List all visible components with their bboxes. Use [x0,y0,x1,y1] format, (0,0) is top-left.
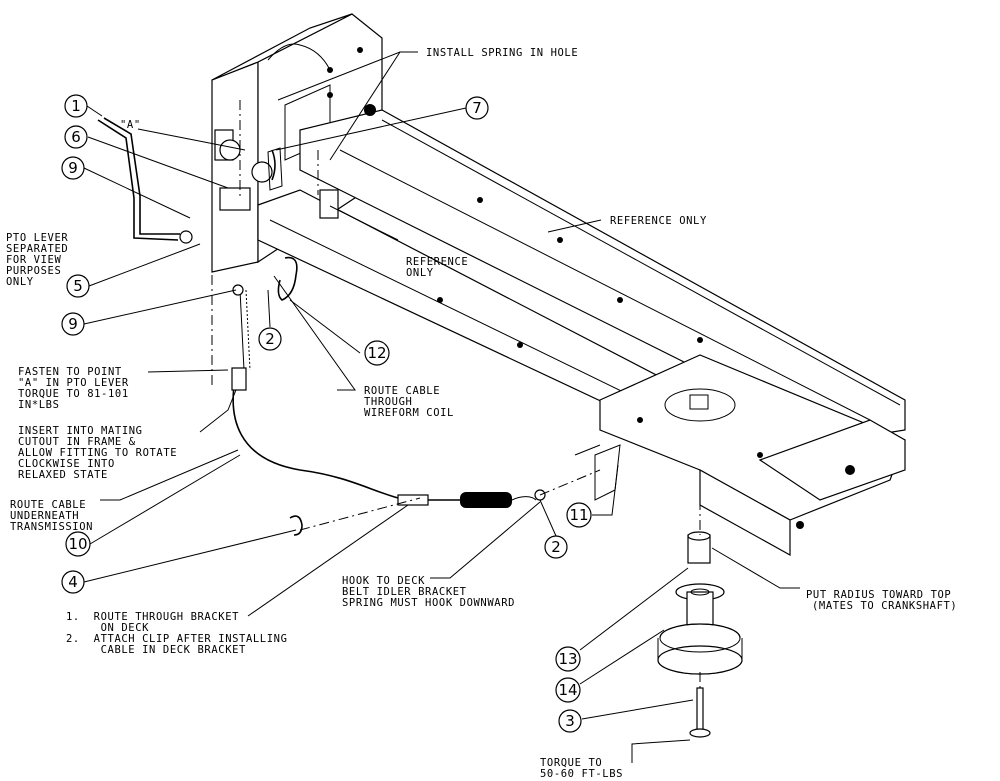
callout-number: 2 [265,330,275,348]
callout-number: 7 [472,99,482,117]
callout-number: 10 [68,535,87,553]
note-line: 2. ATTACH CLIP AFTER INSTALLING [66,633,288,645]
callout-number: 9 [68,315,78,333]
fasten-note: FASTEN TO POINT "A" IN PTO LEVER TORQUE … [18,366,129,411]
pto-lever-note: PTO LEVER SEPARATED FOR VIEW PURPOSES ON… [6,232,68,288]
callout-9-top: 9 [61,156,85,180]
callout-number: 9 [68,159,78,177]
callout-4: 4 [61,570,85,594]
note-line: 1. ROUTE THROUGH BRACKET [66,611,239,623]
leader-lines [83,51,800,763]
callout-6: 6 [64,125,88,149]
note-line: SPRING MUST HOOK DOWNWARD [342,597,515,609]
pto-cable [231,284,546,508]
callout-2-top: 2 [258,327,282,351]
note-line: ROUTE CABLE [10,499,86,511]
note-line: RELAXED STATE [18,469,108,481]
note-line: CUTOUT IN FRAME & [18,436,136,448]
radius-note: PUT RADIUS TOWARD TOP (MATES TO CRANKSHA… [806,589,957,612]
pto-bracket [214,129,283,211]
callout-number: 12 [367,344,386,362]
pulley-assembly [657,531,743,738]
callout-number: 11 [569,506,588,524]
note-line: 50-60 FT-LBS [540,768,623,780]
note-line: TRANSMISSION [10,521,93,533]
torque-bottom-note: TORQUE TO 50-60 FT-LBS [540,757,623,780]
install-spring-label: INSTALL SPRING IN HOLE [426,47,578,59]
note-line: TORQUE TO [540,757,602,769]
center-lines [211,100,701,688]
note-line: PURPOSES [6,265,61,277]
route-coil-note: ROUTE CABLE THROUGH WIREFORM COIL [364,385,454,419]
callout-14: 14 [555,677,581,703]
hook-note: HOOK TO DECK BELT IDLER BRACKET SPRING M… [342,575,515,609]
note-line: THROUGH [364,396,412,408]
callout-3: 3 [558,709,582,733]
tractor-frame [211,13,906,557]
callout-number: 1 [71,97,81,115]
callout-5: 5 [66,274,90,298]
callout-number: 5 [73,277,83,295]
note-line: PUT RADIUS TOWARD TOP [806,589,951,601]
hairpin-clip [289,515,303,536]
reference-only-label: REFERENCE ONLY [610,215,707,227]
route-bracket-note: 1. ROUTE THROUGH BRACKET ON DECK 2. ATTA… [66,611,288,656]
note-line: CABLE IN DECK BRACKET [66,644,246,656]
callout-11: 11 [566,502,592,528]
callout-2-bottom: 2 [544,535,568,559]
callout-9-bottom: 9 [61,312,85,336]
note-line: UNDERNEATH [10,510,79,522]
callout-number: 14 [558,681,577,699]
point-a-label: "A" [120,119,141,131]
note-line: "A" IN PTO LEVER [18,377,129,389]
note-line: ON DECK [66,622,149,634]
note-line: FOR VIEW [6,254,61,266]
callout-number: 2 [551,538,561,556]
reference-only-label-2b: ONLY [406,267,434,279]
note-line: TORQUE TO 81-101 [18,388,129,400]
note-line: SEPARATED [6,243,68,255]
note-line: WIREFORM COIL [364,407,454,419]
callout-10: 10 [65,531,91,557]
note-line: ONLY [6,276,34,288]
callout-number: 4 [68,573,78,591]
callout-1: 1 [64,94,88,118]
note-line: PTO LEVER [6,232,68,244]
note-line: INSERT INTO MATING [18,425,143,437]
callout-number: 13 [558,650,577,668]
callout-12: 12 [364,340,390,366]
note-line: ROUTE CABLE [364,385,440,397]
pto-lever [97,117,193,244]
note-line: BELT IDLER BRACKET [342,586,467,598]
callout-number: 6 [71,128,81,146]
note-line: CLOCKWISE INTO [18,458,115,470]
note-line: HOOK TO DECK [342,575,425,587]
route-under-note: ROUTE CABLE UNDERNEATH TRANSMISSION [10,499,93,533]
note-line: IN*LBS [18,399,60,411]
note-line: (MATES TO CRANKSHAFT) [812,600,957,612]
note-line: ALLOW FITTING TO ROTATE [18,447,177,459]
callout-13: 13 [555,646,581,672]
reference-only-label-2: REFERENCE [406,256,468,268]
callout-number: 3 [565,712,575,730]
insert-note: INSERT INTO MATING CUTOUT IN FRAME & ALL… [18,425,177,481]
callout-7: 7 [465,96,489,120]
wireform-coil [277,256,298,301]
note-line: FASTEN TO POINT [18,366,122,378]
